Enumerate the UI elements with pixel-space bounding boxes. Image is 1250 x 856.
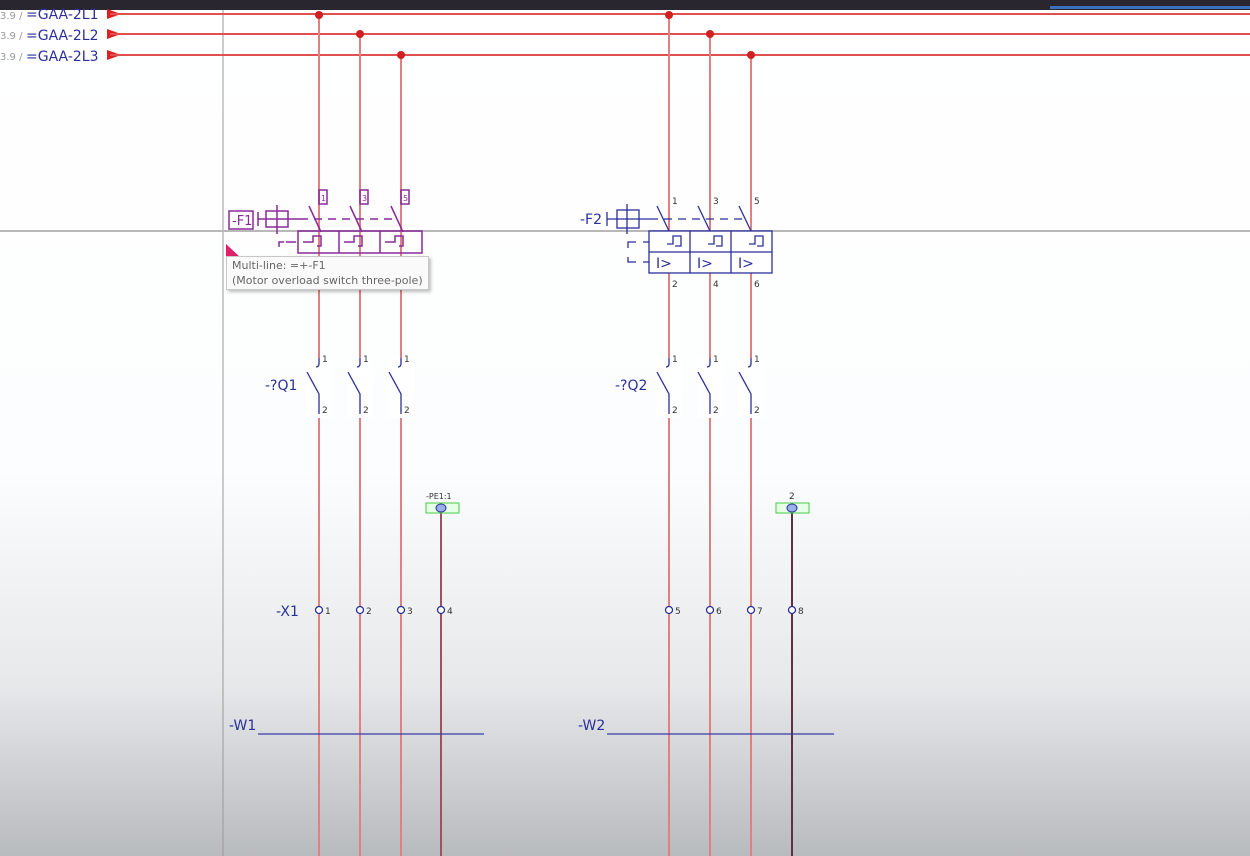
pin-label: 2 [754, 406, 760, 416]
motor-overload-switch-f1[interactable]: -F1 1 3 5 [228, 189, 423, 254]
device-label: -W2 [578, 718, 605, 734]
bus-ref: 3.9 / [0, 52, 23, 63]
pin-label: 4 [713, 280, 719, 290]
bus-l3[interactable]: 3.9 / =GAA-2L3 [0, 49, 1250, 65]
cable-w2[interactable]: -W2 [578, 718, 834, 735]
tooltip-line-2: (Motor overload switch three-pole) [232, 274, 423, 287]
device-label: -F2 [580, 212, 602, 228]
bus-label: =GAA-2L3 [26, 49, 98, 65]
terminal-number: 5 [675, 607, 681, 617]
pin-label: 2 [404, 406, 410, 416]
pin-label: 2 [672, 280, 678, 290]
motor-overload-switch-f2[interactable]: -F2 I> I> I> 1 3 5 2 4 6 [580, 197, 773, 290]
pin-label: 3 [362, 194, 367, 203]
pin-label: 2 [322, 406, 328, 416]
terminal-number: 7 [757, 607, 763, 617]
device-label: -?Q2 [615, 378, 647, 394]
bus-label: =GAA-2L1 [26, 7, 98, 23]
bus-ref: 3.9 / [0, 11, 23, 22]
switch-q2[interactable]: -?Q2 1 1 1 2 2 2 [615, 355, 764, 418]
pin-label: 2 [713, 406, 719, 416]
trip-label: I> [697, 256, 713, 272]
device-label: -W1 [229, 718, 256, 734]
pin-label: 2 [672, 406, 678, 416]
terminal-number: 4 [447, 607, 453, 617]
pin-label: 1 [363, 355, 369, 365]
terminal-number: 1 [325, 607, 331, 617]
tooltip-line-1: Multi-line: =+-F1 [232, 259, 326, 272]
pin-label: 1 [672, 355, 678, 365]
pin-label: 1 [754, 355, 760, 365]
pin-label: 1 [321, 194, 326, 203]
trip-label: I> [738, 256, 754, 272]
terminal-number: 3 [407, 607, 413, 617]
tooltip: Multi-line: =+-F1 (Motor overload switch… [226, 256, 429, 290]
pe-terminal-1[interactable]: -PE1:1 [425, 492, 460, 514]
terminal-number: 6 [716, 607, 722, 617]
pin-label: 3 [713, 197, 719, 207]
device-label: -X1 [276, 604, 299, 620]
terminal-number: 8 [798, 607, 804, 617]
pin-label: 1 [322, 355, 328, 365]
pin-label: 2 [363, 406, 369, 416]
trip-label: I> [656, 256, 672, 272]
device-label: -F1 [232, 214, 252, 229]
pin-label: 1 [404, 355, 410, 365]
bus-ref: 3.9 / [0, 31, 23, 42]
bus-label: =GAA-2L2 [26, 28, 98, 44]
pin-label: 5 [403, 194, 408, 203]
bus-l1[interactable]: 3.9 / =GAA-2L1 [0, 7, 1250, 23]
junction-dots [315, 11, 755, 59]
device-label: 2 [789, 492, 795, 502]
terminal-number: 2 [366, 607, 372, 617]
wires [318, 14, 793, 856]
pin-label: 1 [672, 197, 678, 207]
pe-terminal-2[interactable]: 2 [775, 492, 810, 514]
switch-q1[interactable]: -?Q1 1 1 1 2 2 2 [265, 355, 414, 418]
device-label: -?Q1 [265, 378, 297, 394]
terminal-strip-x1[interactable]: -X1 1 2 3 4 5 6 7 8 [276, 604, 804, 620]
bus-l2[interactable]: 3.9 / =GAA-2L2 [0, 28, 1250, 44]
cable-w1[interactable]: -W1 [229, 718, 484, 735]
pin-label: 6 [754, 280, 760, 290]
active-tab-indicator [1050, 6, 1250, 9]
device-label: -PE1:1 [426, 492, 452, 501]
window-title-bar [0, 0, 1250, 10]
pin-label: 5 [754, 197, 760, 207]
pin-label: 1 [713, 355, 719, 365]
